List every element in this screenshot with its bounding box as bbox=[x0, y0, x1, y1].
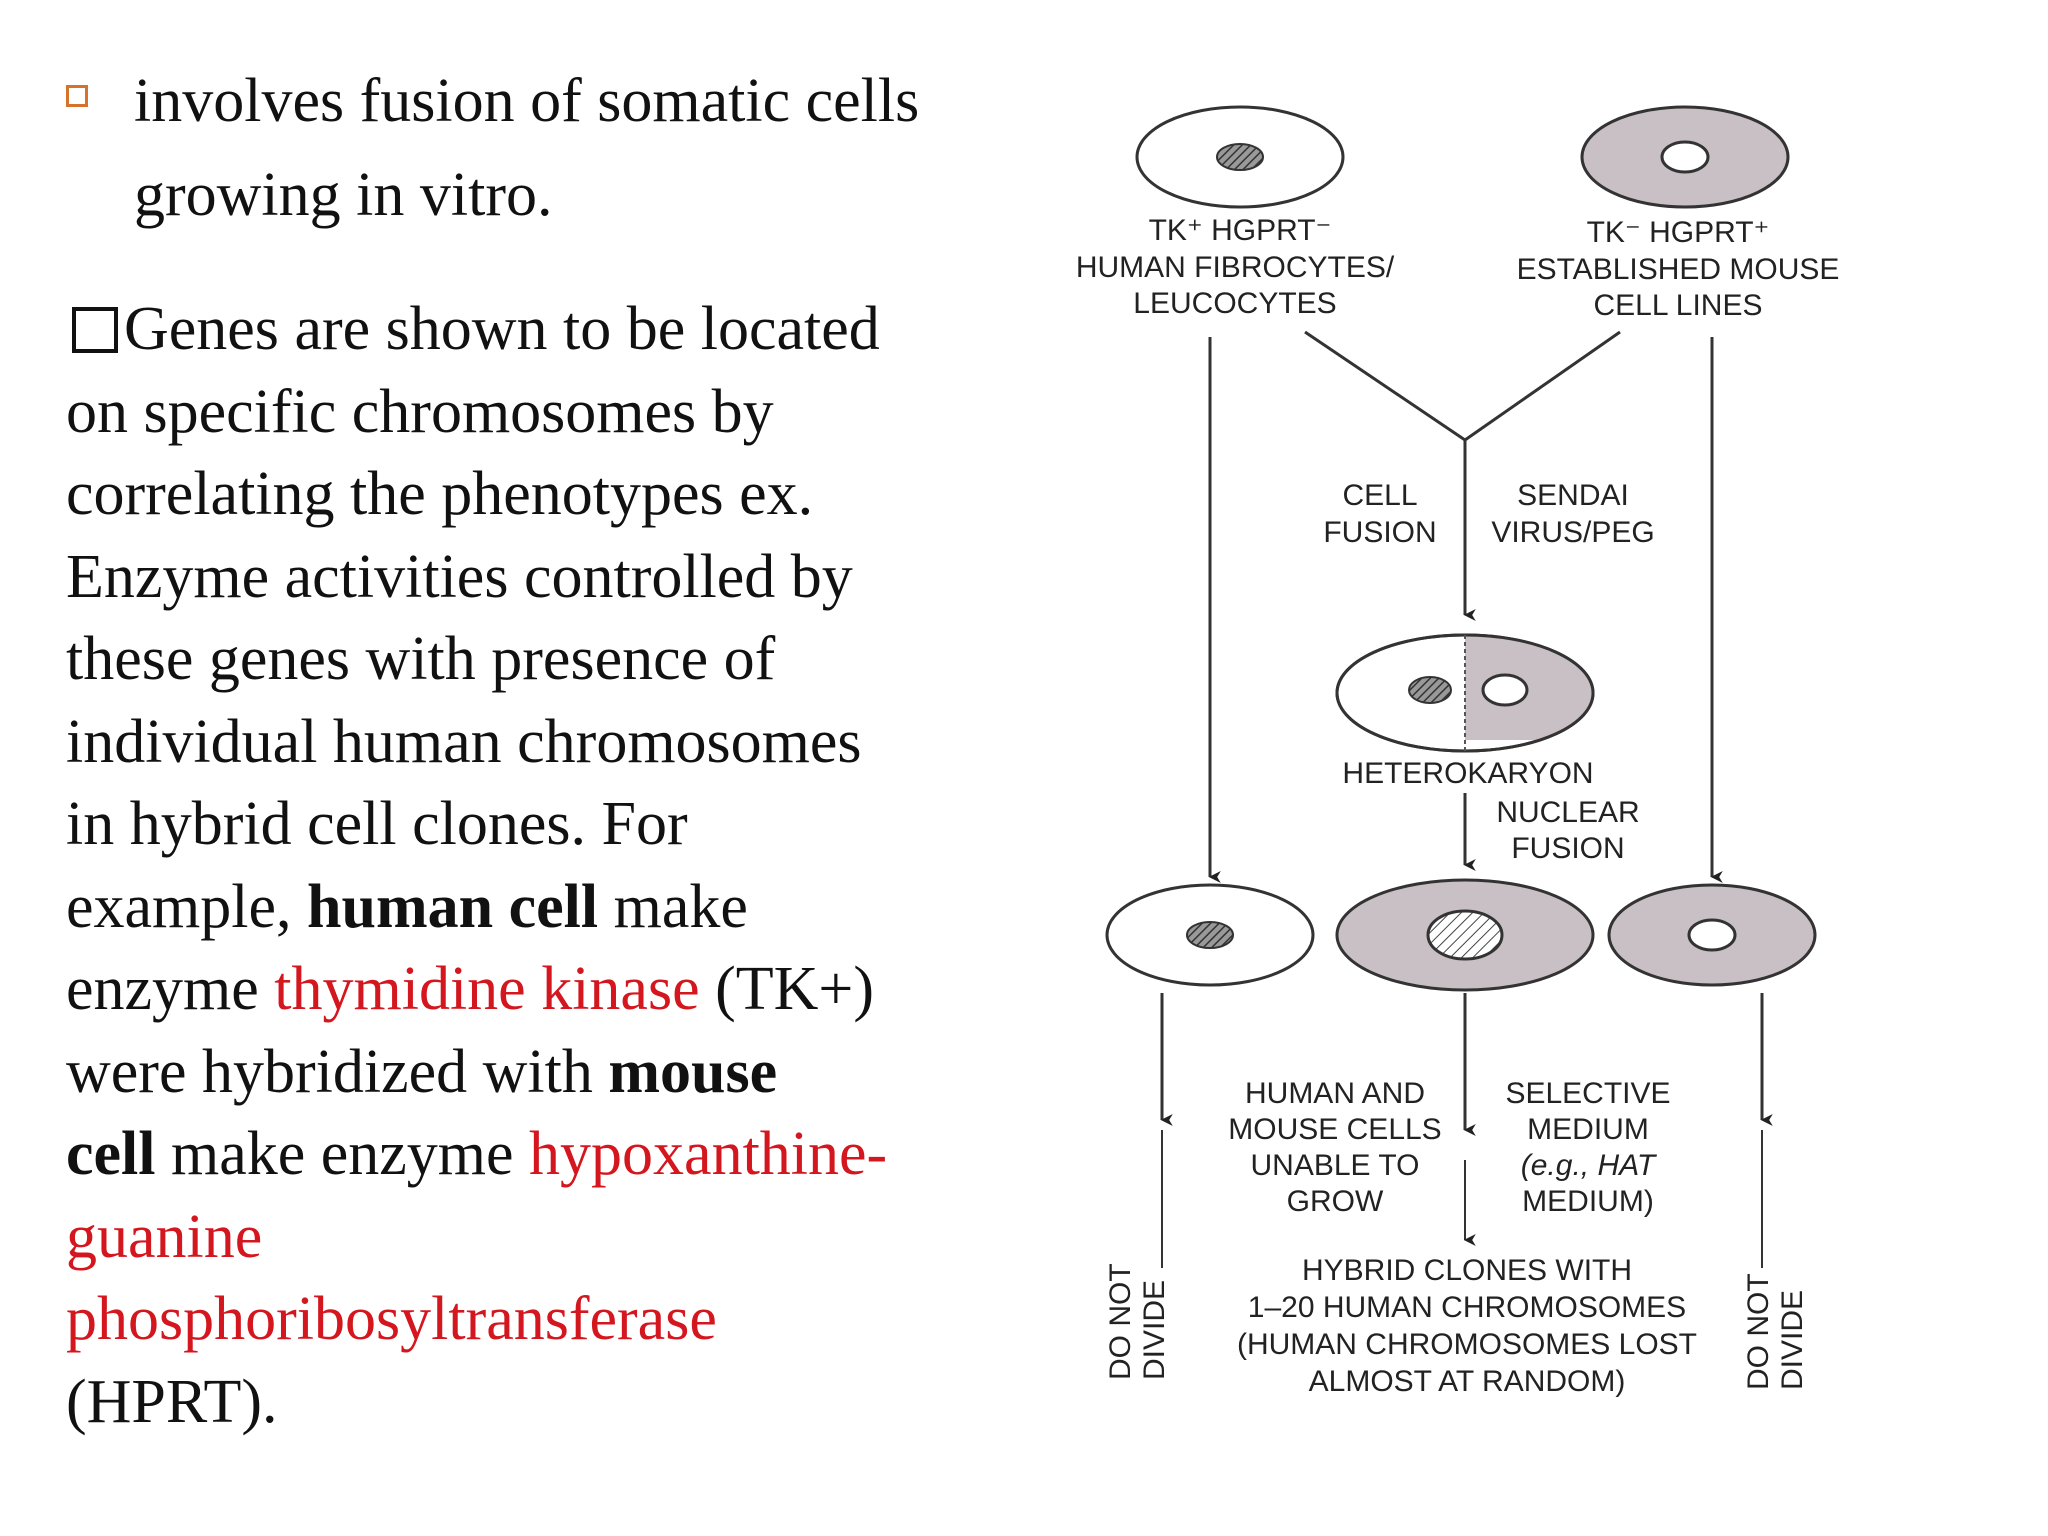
unable-label-1: HUMAN AND bbox=[1245, 1077, 1425, 1110]
mouse-fusion-line bbox=[1464, 330, 1621, 442]
diagram-svg: TK⁺ HGPRT⁻ HUMAN FIBROCYTES/ LEUCOCYTES … bbox=[1076, 105, 1840, 1398]
hybrid-cell bbox=[1335, 878, 1595, 992]
para-line: cell make enzyme hypoxanthine- bbox=[66, 1120, 888, 1188]
selective-label-1: SELECTIVE bbox=[1505, 1077, 1670, 1110]
fusion-label-1: CELL bbox=[1342, 479, 1417, 512]
bullet-text: involves fusion of somatic cells growing… bbox=[134, 54, 994, 242]
selective-label-4: MEDIUM) bbox=[1522, 1185, 1654, 1218]
human-nucleus-icon bbox=[1216, 143, 1264, 171]
bold-mouse: mouse bbox=[608, 1037, 778, 1106]
svg-text:DIVIDE: DIVIDE bbox=[1138, 1280, 1171, 1380]
svg-text:DO NOT: DO NOT bbox=[1742, 1273, 1775, 1390]
red-guanine: guanine bbox=[66, 1202, 263, 1271]
para-line: in hybrid cell clones. For bbox=[66, 790, 688, 858]
para-line: example, human cell make bbox=[66, 872, 748, 941]
heterokaryon-mouse-nucleus-icon bbox=[1481, 673, 1529, 707]
sendai-label-1: SENDAI bbox=[1517, 479, 1629, 512]
hybrid-nucleus-icon bbox=[1426, 909, 1504, 961]
human-do-not-divide-label: DO NOT DIVIDE bbox=[1104, 1263, 1171, 1380]
main-paragraph: Genes are shown to be located on specifi… bbox=[66, 288, 966, 1443]
mouse-nucleus-bottom-icon bbox=[1687, 918, 1737, 952]
mouse-genotype-label: TK⁻ HGPRT⁺ bbox=[1587, 216, 1770, 249]
human-nucleus-bottom-icon bbox=[1186, 921, 1234, 949]
checkbox-square-icon bbox=[72, 307, 118, 353]
bullet-square-icon bbox=[66, 85, 88, 107]
human-type-label-2: LEUCOCYTES bbox=[1133, 287, 1336, 320]
unable-label-4: GROW bbox=[1287, 1185, 1384, 1218]
bullet-line-1: involves fusion of somatic cells bbox=[134, 67, 920, 135]
mouse-do-not-divide-label: DO NOT DIVIDE bbox=[1742, 1273, 1809, 1390]
human-fusion-line bbox=[1304, 330, 1466, 442]
mouse-type-label-1: ESTABLISHED MOUSE bbox=[1517, 253, 1840, 286]
red-hypoxanthine: hypoxanthine- bbox=[529, 1120, 888, 1188]
nuclear-fusion-label-1: NUCLEAR bbox=[1496, 796, 1639, 829]
mouse-cell-top bbox=[1580, 105, 1790, 209]
bold-human-cell: human cell bbox=[307, 872, 599, 941]
mouse-cell-bottom bbox=[1607, 883, 1817, 987]
human-cell-bottom bbox=[1105, 883, 1315, 987]
nuclear-fusion-label-2: FUSION bbox=[1511, 832, 1624, 865]
svg-text:DO NOT: DO NOT bbox=[1104, 1263, 1137, 1380]
unable-label-3: UNABLE TO bbox=[1251, 1149, 1420, 1182]
human-cell-top bbox=[1135, 105, 1345, 209]
para-line: Enzyme activities controlled by bbox=[66, 542, 853, 611]
sendai-label-2: VIRUS/PEG bbox=[1491, 516, 1654, 549]
heterokaryon-label: HETEROKARYON bbox=[1342, 757, 1593, 790]
human-type-label-1: HUMAN FIBROCYTES/ bbox=[1076, 251, 1395, 284]
bold-cell: cell bbox=[66, 1120, 156, 1188]
bullet-line-2: growing in vitro. bbox=[134, 161, 553, 229]
mouse-type-label-2: CELL LINES bbox=[1594, 289, 1763, 322]
heterokaryon-human-nucleus-icon bbox=[1408, 676, 1452, 704]
para-line: (HPRT). bbox=[66, 1367, 278, 1436]
para-line: correlating the phenotypes ex. bbox=[66, 460, 814, 528]
red-phosphoribosyltransferase: phosphoribosyltransferase bbox=[66, 1285, 717, 1353]
para-line: these genes with presence of bbox=[66, 625, 776, 693]
mouse-nucleus-icon bbox=[1660, 140, 1710, 174]
red-thymidine-kinase: thymidine kinase bbox=[274, 955, 700, 1023]
fusion-label-2: FUSION bbox=[1323, 516, 1436, 549]
para-line: on specific chromosomes by bbox=[66, 377, 774, 446]
selective-label-2: MEDIUM bbox=[1527, 1113, 1649, 1146]
para-line: enzyme thymidine kinase (TK+) bbox=[66, 955, 874, 1023]
para-line: Genes are shown to be located bbox=[66, 288, 966, 371]
para-line: were hybridized with mouse bbox=[66, 1037, 778, 1106]
heterokaryon-cell bbox=[1335, 633, 1595, 753]
hybrid-label-1: HYBRID CLONES WITH bbox=[1302, 1254, 1632, 1287]
unable-label-2: MOUSE CELLS bbox=[1228, 1113, 1441, 1146]
hybrid-label-4: ALMOST AT RANDOM) bbox=[1309, 1365, 1626, 1398]
somatic-cell-hybridization-diagram: TK⁺ HGPRT⁻ HUMAN FIBROCYTES/ LEUCOCYTES … bbox=[1050, 90, 1870, 1430]
hybrid-label-2: 1–20 HUMAN CHROMOSOMES bbox=[1248, 1291, 1686, 1324]
selective-label-3: (e.g., HAT bbox=[1521, 1149, 1658, 1182]
hybrid-label-3: (HUMAN CHROMOSOMES LOST bbox=[1237, 1328, 1697, 1361]
para-line: individual human chromosomes bbox=[66, 707, 862, 776]
svg-text:DIVIDE: DIVIDE bbox=[1776, 1290, 1809, 1390]
human-genotype-label: TK⁺ HGPRT⁻ bbox=[1149, 214, 1332, 247]
